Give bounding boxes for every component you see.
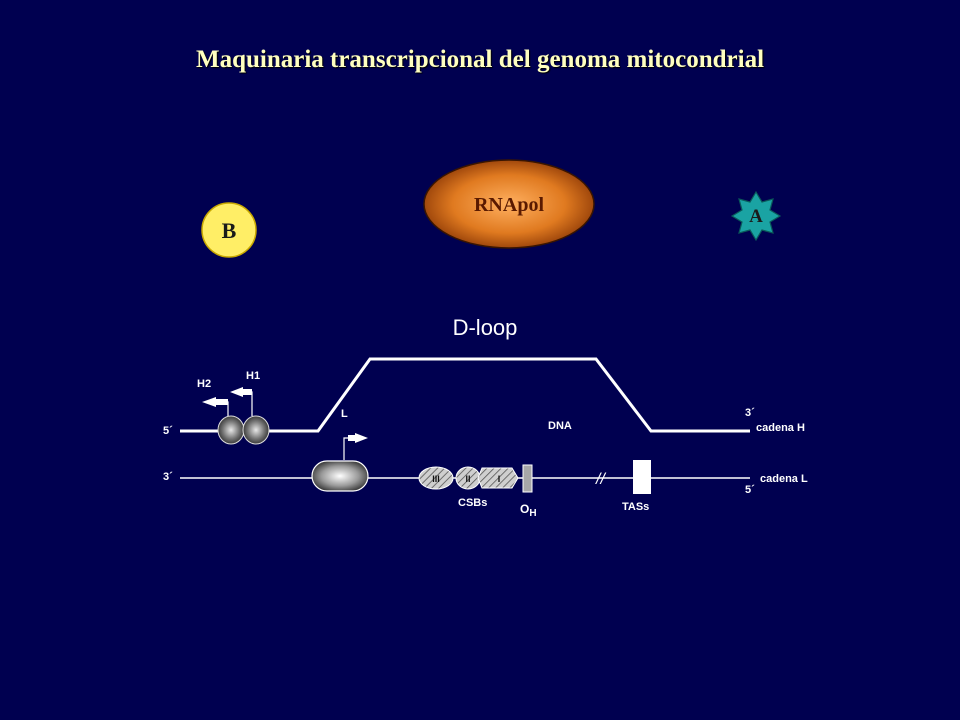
csb-ii-label: II [465, 474, 470, 484]
h-strand-line [180, 357, 750, 433]
oh-origin-bar [522, 464, 533, 493]
factor-a: A [730, 190, 782, 242]
three-prime-h-label: 3´ [745, 407, 755, 419]
l-promoter-complex [311, 460, 369, 492]
five-prime-h-label: 5´ [163, 425, 173, 437]
h2-label: H2 [197, 378, 211, 390]
csb-iii-label: III [432, 474, 440, 484]
l-promoter-label: L [341, 408, 348, 420]
sequence-break-mark: // [595, 471, 606, 488]
tass-box [633, 460, 651, 494]
csb-i-label: I [498, 474, 501, 484]
factor-b: B [201, 202, 257, 258]
csb-ii: II [455, 466, 481, 490]
five-prime-l-label: 5´ [745, 484, 755, 496]
csb-iii: III [418, 466, 454, 490]
h2-promoter-arrow [202, 397, 229, 416]
dna-label: DNA [548, 420, 572, 432]
factor-a-label: A [749, 206, 763, 227]
three-prime-l-label: 3´ [163, 471, 173, 483]
h-promoter-complex [217, 415, 270, 445]
l-promoter-arrow [343, 433, 368, 460]
tass-label: TASs [622, 501, 649, 513]
oh-label: OH [520, 502, 537, 519]
csbs-label: CSBs [458, 497, 487, 509]
factor-b-label: B [222, 218, 237, 243]
l-strand-label: cadena L [760, 473, 808, 485]
h1-label: H1 [246, 370, 260, 382]
rnapol-factor: RNApol [423, 159, 595, 249]
h1-promoter-arrow [230, 387, 253, 416]
rnapol-label: RNApol [474, 194, 544, 216]
h-strand-label: cadena H [756, 422, 805, 434]
slide-title: Maquinaria transcripcional del genoma mi… [195, 46, 765, 73]
dloop-label: D-loop [453, 315, 518, 340]
csb-i: I [477, 467, 519, 489]
